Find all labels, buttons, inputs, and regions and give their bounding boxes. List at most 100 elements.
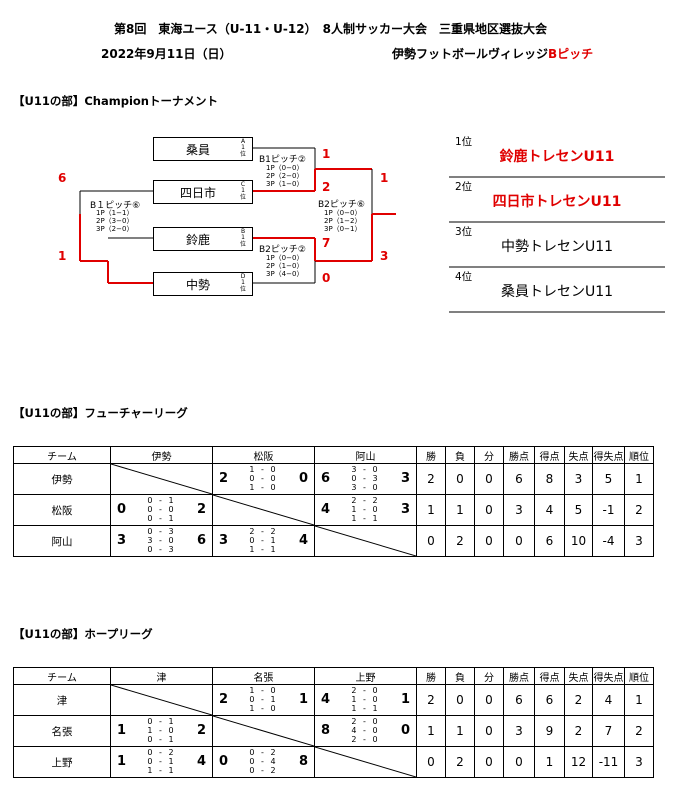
goals-against: 4 — [298, 533, 308, 548]
venue-name: 伊勢フットボールヴィレッジ — [392, 47, 549, 61]
rank-team: 中勢トレセンU11 — [500, 239, 614, 255]
match1-label: B1ピッチ② — [259, 155, 306, 165]
col-header: 負 — [445, 446, 475, 464]
self-match-cell — [110, 684, 213, 716]
period-score: 1 - 0 — [351, 505, 380, 514]
period-score: 2 - 0 — [351, 717, 380, 726]
col-header: チーム — [13, 446, 111, 464]
table-header-row: チーム 津 名張 上野 勝 負 分 勝点 得点 失点 得失点 順位 — [13, 667, 654, 685]
period-score: 2 - 0 — [351, 686, 380, 695]
rank-team: 桑員トレセンU11 — [500, 284, 614, 300]
goals-for: 2 — [219, 692, 229, 707]
ranking-3rd: 3位 中勢トレセンU11 — [449, 222, 665, 268]
period-3: 3P（2−0） — [96, 225, 134, 233]
goals-for: 1 — [117, 754, 127, 769]
diagonal-line — [315, 747, 416, 777]
rank-label: 3位 — [455, 226, 473, 238]
goals-against: 0 — [298, 471, 308, 486]
goals-against: 6 — [196, 533, 206, 548]
tournament-section-title: 【U11の部】Championトーナメント — [13, 94, 218, 108]
seed-group: B — [240, 228, 246, 235]
seed-unit: 位 — [239, 150, 246, 158]
ranking-2nd: 2位 四日市トレセンU11 — [449, 177, 665, 223]
period-score: 0 - 3 — [351, 474, 380, 483]
stat-cell: 0 — [445, 684, 475, 716]
goals-against: 2 — [196, 502, 206, 517]
self-match-cell — [212, 494, 315, 526]
period-score: 1 - 1 — [249, 545, 278, 554]
period-score: 0 - 1 — [147, 496, 176, 505]
third-score-top: 6 — [58, 171, 67, 185]
goals-against: 3 — [400, 471, 410, 486]
col-header: 得点 — [534, 446, 565, 464]
period-score: 1 - 0 — [249, 465, 278, 474]
seed-rank: 1 — [241, 234, 245, 242]
period-score: 1 - 1 — [351, 514, 380, 523]
hope-league-title: 【U11の部】ホープリーグ — [13, 627, 153, 641]
stat-cell: 0 — [474, 494, 504, 526]
goals-against: 3 — [400, 502, 410, 517]
stat-cell: 7 — [592, 715, 625, 747]
stat-cell: 1 — [445, 494, 475, 526]
col-header: 失点 — [564, 446, 593, 464]
stat-cell: 2 — [624, 715, 654, 747]
stat-cell: 6 — [503, 463, 535, 495]
seed-rank: 1 — [241, 279, 245, 287]
stat-cell: 0 — [503, 746, 535, 778]
period-3: 3P（4−0） — [266, 270, 304, 278]
period-3: 3P（1−0） — [266, 180, 304, 188]
seed-unit: 位 — [239, 285, 246, 293]
stat-cell: 0 — [474, 463, 504, 495]
ranking-4th: 4位 桑員トレセンU11 — [449, 267, 665, 313]
col-header: 分 — [474, 446, 504, 464]
period-score: 0 - 1 — [147, 757, 176, 766]
venue-pitch: Bピッチ — [548, 47, 594, 61]
seed-group: D — [240, 273, 246, 280]
final-label: B2ピッチ⑥ — [318, 200, 365, 210]
goals-for: 2 — [219, 471, 229, 486]
goals-for: 0 — [117, 502, 127, 517]
goals-against: 4 — [196, 754, 206, 769]
final-periods: 1P（0−0） 2P（1−2） 3P（0−1） — [324, 209, 361, 233]
col-header: 勝 — [416, 446, 446, 464]
period-score: 1 - 0 — [147, 726, 176, 735]
diagonal-line — [213, 495, 314, 525]
page-title: 第8回 東海ユース（U-11・U-12） 8人制サッカー大会 三重県地区選抜大会 — [114, 22, 547, 36]
seed-group: C — [240, 181, 246, 188]
ranking-1st: 1位 鈴鹿トレセンU11 — [449, 132, 665, 178]
match1-score-top: 1 — [322, 147, 331, 161]
period-1: 1P（0−0） — [324, 209, 362, 217]
goals-against: 1 — [298, 692, 308, 707]
stat-cell: 10 — [564, 525, 593, 557]
col-header: 阿山 — [314, 446, 417, 464]
col-header: 上野 — [314, 667, 417, 685]
period-score: 0 - 2 — [249, 766, 278, 775]
stat-cell: 1 — [445, 715, 475, 747]
period-score: 1 - 1 — [351, 704, 380, 713]
period-score: 1 - 1 — [147, 766, 176, 775]
col-header: 順位 — [624, 667, 654, 685]
col-header: 松阪 — [212, 446, 315, 464]
match2-periods: 1P（0−0） 2P（1−0） 3P（4−0） — [266, 254, 303, 278]
goals-for: 8 — [321, 723, 331, 738]
row-team-name: 阿山 — [13, 525, 111, 557]
